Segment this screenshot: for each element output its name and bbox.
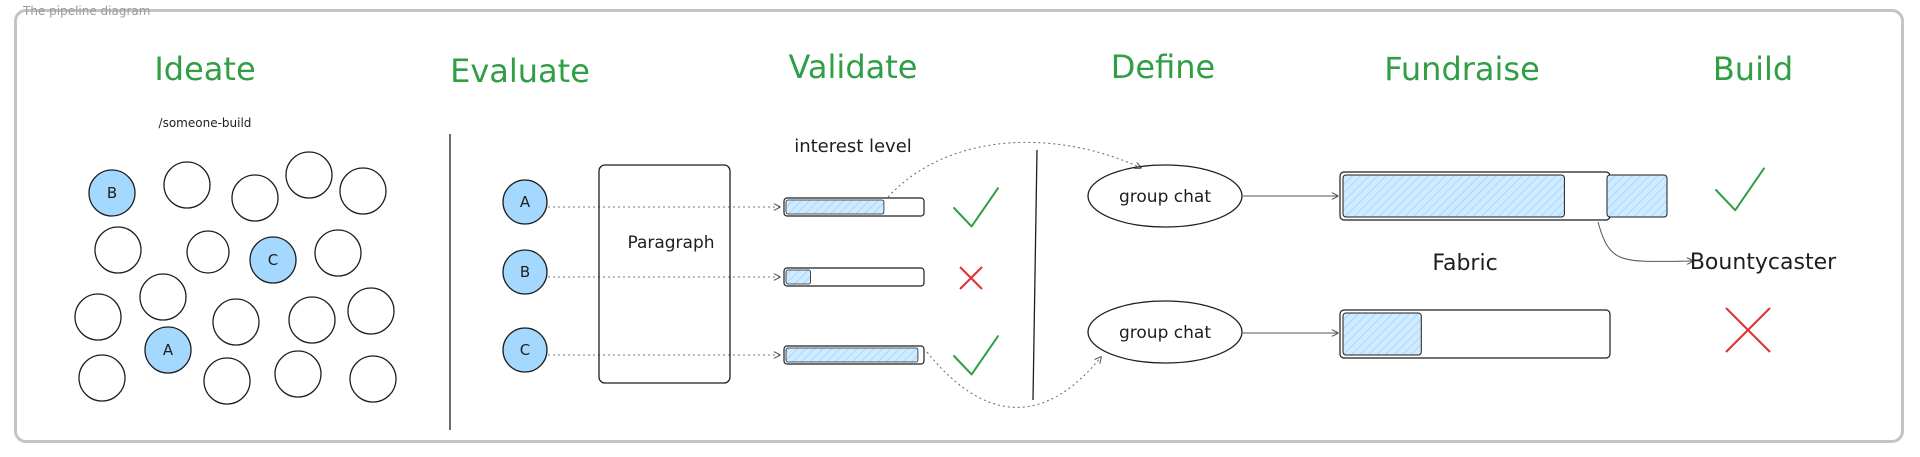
paragraph-label: Paragraph: [627, 233, 714, 253]
funding-bar-fill: [1342, 312, 1422, 356]
idea-bubble-b: B: [88, 169, 136, 217]
interest-bar-fill: [785, 199, 885, 215]
idea-b: B: [502, 249, 548, 295]
idea-bubble: [212, 298, 260, 346]
idea-bubble: [339, 167, 387, 215]
interest-bar-fill: [785, 347, 919, 363]
idea-bubble-a-label: A: [163, 341, 174, 359]
interest-bars: [783, 197, 925, 365]
bountycaster-label: Bountycaster: [1690, 250, 1837, 275]
stage-title-ideate: Ideate: [154, 50, 255, 88]
idea-a: A: [502, 179, 548, 225]
someone-build-label: /someone-build: [159, 116, 252, 130]
group-chat-top-label: group chat: [1119, 187, 1211, 207]
idea-bubble-a: A: [144, 326, 192, 374]
build-check-icon: [1715, 167, 1765, 212]
build-results: [1715, 167, 1771, 353]
interest-bar-fill: [785, 269, 811, 285]
idea-bubble-c-label: C: [268, 251, 278, 269]
diagram-frame: The pipeline diagram: [14, 4, 1904, 443]
idea-bubble: [314, 229, 362, 277]
idea-label: B: [520, 263, 530, 281]
interest-bar-track: [783, 197, 925, 217]
idea-bubble: [139, 273, 187, 321]
group-chat-bottom-label: group chat: [1119, 323, 1211, 343]
idea-bubble: [186, 230, 230, 274]
evaluate-ideas: A B C: [502, 179, 780, 373]
interest-level-label: interest level: [794, 136, 912, 157]
interest-bar-track: [783, 267, 925, 287]
idea-bubble: [274, 350, 322, 398]
divider-line: [1032, 149, 1038, 401]
idea-bubble: [78, 354, 126, 402]
idea-bubble: [94, 226, 142, 274]
idea-bubble: [74, 293, 122, 341]
idea-bubble: [203, 357, 251, 405]
idea-bubble-b-label: B: [107, 184, 117, 202]
idea-bubble: [288, 296, 336, 344]
group-chat-top: group chat: [1087, 164, 1243, 228]
idea-bubble-c: C: [249, 236, 297, 284]
arrow-to-bountycaster: [1597, 221, 1693, 261]
funding-bar-fill: [1342, 174, 1565, 218]
idea-label: C: [520, 341, 530, 359]
funding-bar: [1339, 309, 1611, 359]
stage-title-define: Define: [1111, 48, 1215, 86]
funding-bar: [1339, 171, 1611, 221]
paragraph-box: [598, 164, 731, 384]
idea-c: C: [502, 327, 548, 373]
cross-mark-icon: [959, 266, 983, 290]
funding-bar-track: [1339, 309, 1611, 359]
idea-bubble: [163, 161, 211, 209]
frame-caption: The pipeline diagram: [23, 4, 151, 18]
interest-bar: [783, 345, 925, 365]
idea-label: A: [520, 193, 531, 211]
fabric-label: Fabric: [1432, 251, 1497, 276]
idea-bubble: [349, 355, 397, 403]
funding-bars: [1339, 171, 1668, 359]
stage-title-evaluate: Evaluate: [450, 52, 590, 90]
interest-bar: [783, 197, 925, 217]
idea-bubble-cluster: [74, 151, 397, 405]
check-mark-icon: [953, 187, 999, 228]
interest-bar-track: [783, 345, 925, 365]
funding-bar-overflow: [1606, 174, 1668, 218]
validation-results: [953, 187, 999, 376]
idea-bubble: [347, 287, 395, 335]
build-cross-icon: [1725, 307, 1771, 353]
idea-bubble: [231, 174, 279, 222]
connector-bottom: [926, 351, 1101, 408]
interest-bar: [783, 267, 925, 287]
stage-title-build: Build: [1713, 50, 1793, 88]
idea-bubble: [285, 151, 333, 199]
stage-title-fundraise: Fundraise: [1384, 50, 1540, 88]
group-chat-bottom: group chat: [1087, 300, 1243, 364]
check-mark-icon: [953, 335, 999, 376]
stage-title-validate: Validate: [789, 48, 918, 86]
connector-top: [887, 141, 1141, 198]
